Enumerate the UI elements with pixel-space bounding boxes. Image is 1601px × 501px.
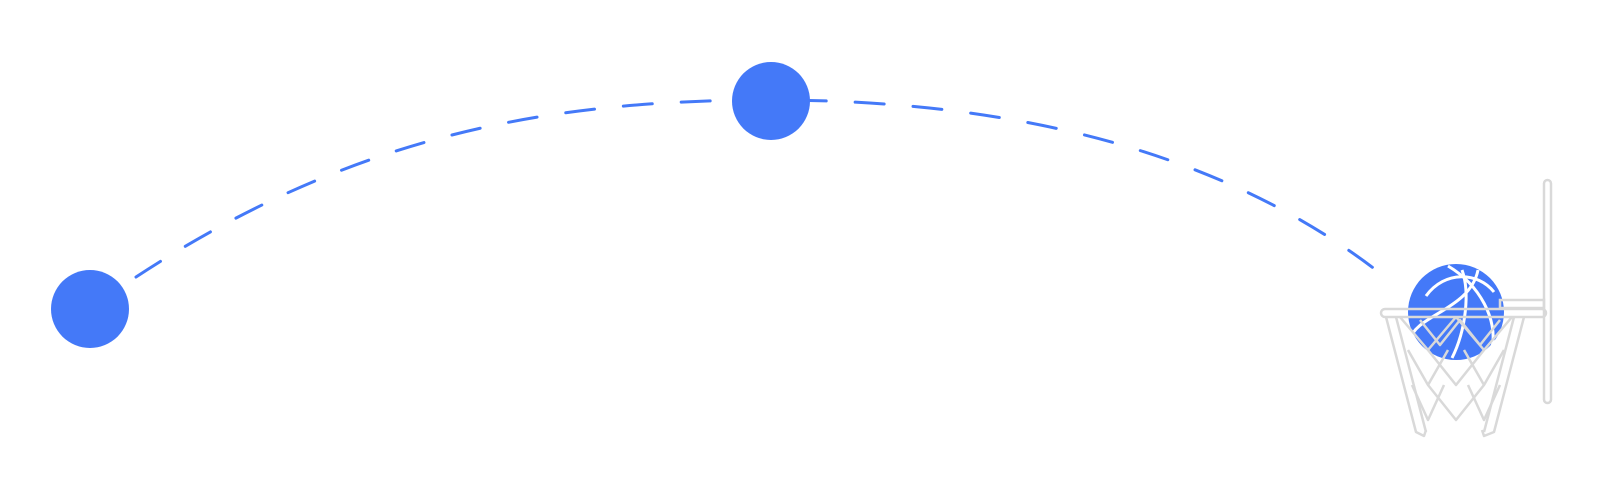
net-icon [1384, 316, 1526, 438]
start-ball-icon [51, 270, 129, 348]
basketball-icon [1408, 264, 1504, 360]
hoop-rim-icon [1379, 307, 1548, 319]
apex-ball-icon [732, 62, 810, 140]
backboard-icon [1498, 178, 1553, 405]
trajectory-dashed-arc [134, 98, 1397, 287]
